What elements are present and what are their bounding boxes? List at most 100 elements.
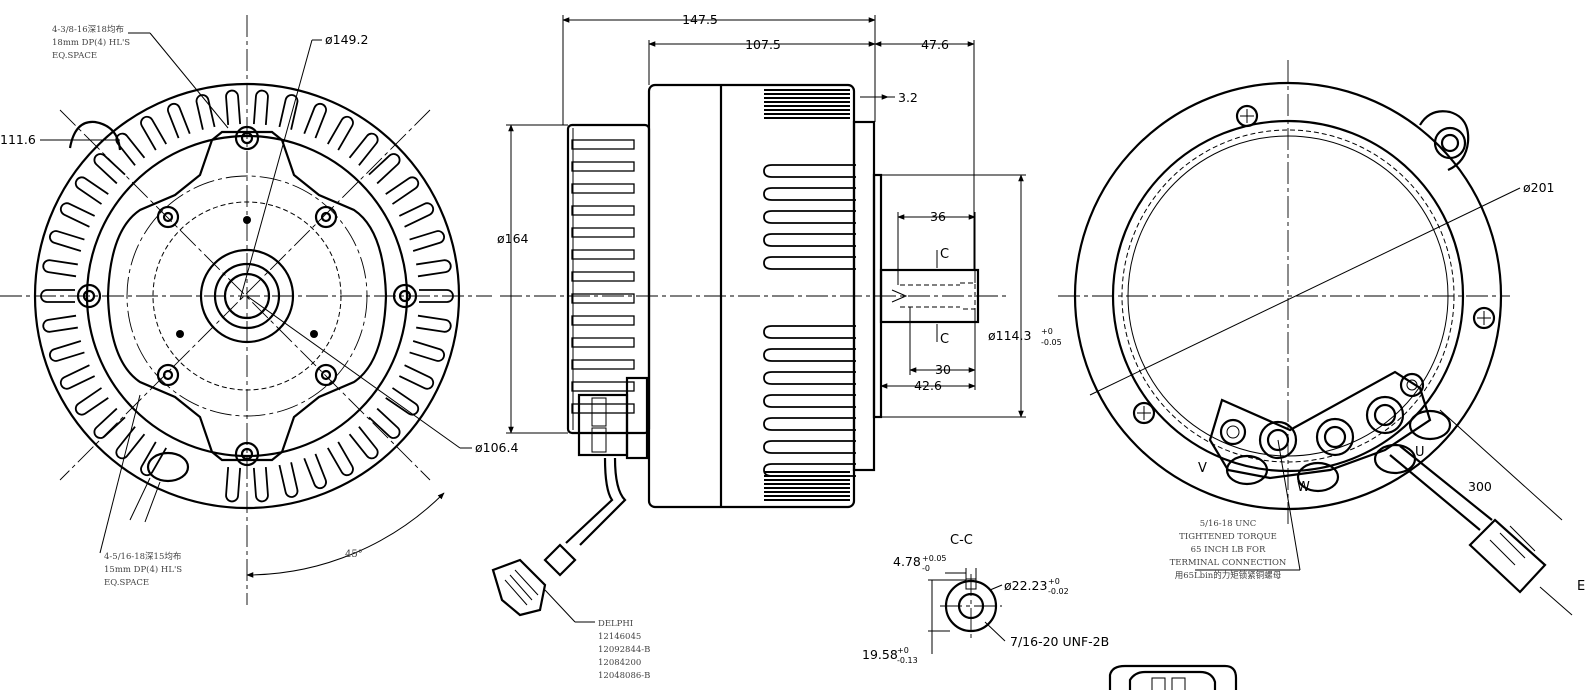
cooling-slot <box>49 340 85 362</box>
dim-key-h-tol-upper: +0 <box>897 646 909 655</box>
section-label-texts: C C C-C E U V W <box>940 247 1585 594</box>
body-fin <box>763 187 856 201</box>
cooling-slot <box>398 202 435 228</box>
dim-keyway-depth: 30 <box>935 362 951 377</box>
body-fin <box>763 371 856 385</box>
body-fin <box>763 233 856 247</box>
connector-note-line1: DELPHI <box>598 619 633 629</box>
bottom-hole-note-line3: EQ.SPACE <box>104 578 149 588</box>
rear-fin <box>571 205 635 216</box>
dimension-texts: 147.5 107.5 47.6 3.2 ø164 ø114.3 +0 -0.0… <box>0 12 1555 665</box>
cooling-slot <box>419 289 454 303</box>
dim-bolt-circle-outer: ø149.2 <box>325 32 368 47</box>
connector-note-line4: 12084200 <box>598 658 641 668</box>
cooling-slot <box>140 115 167 151</box>
dim-thread-spec: 7/16-20 UNF-2B <box>1010 634 1109 649</box>
rear-fins <box>571 139 635 414</box>
section-marker-c-top: C <box>940 247 949 262</box>
cooling-slot <box>93 153 126 185</box>
cooling-slot <box>93 407 126 439</box>
body-fin <box>763 348 856 362</box>
cooling-slot <box>409 230 445 252</box>
dim-cable-length: 300 <box>1468 479 1492 494</box>
dim-angle: 45° <box>345 549 363 560</box>
section-title: C-C <box>950 533 973 548</box>
dim-outer-diameter: ø201 <box>1523 180 1555 195</box>
body-fin <box>763 256 856 270</box>
cooling-slot <box>416 314 452 333</box>
dim-shaft-extension: 47.6 <box>921 37 949 52</box>
section-c-c <box>928 568 1006 654</box>
rear-fin <box>571 161 635 172</box>
cooling-slot <box>398 364 435 390</box>
terminal-note-line1: 5/16-18 UNC <box>1200 519 1257 529</box>
left-end-view <box>0 15 492 605</box>
dim-shaft-length: 42.6 <box>914 378 942 393</box>
terminal-note-line4: TERMINAL CONNECTION <box>1170 558 1287 568</box>
connector-note-line2: 12146045 <box>598 632 641 642</box>
terminal-note-line5: 用65Lbin的力矩锁紧铜螺母 <box>1175 570 1282 581</box>
rear-fin <box>571 403 635 414</box>
rear-fin <box>571 293 635 304</box>
section-marker-c-bottom: C <box>940 332 949 347</box>
body-fin <box>763 463 856 477</box>
rear-fin <box>571 337 635 348</box>
cooling-slot <box>225 89 242 125</box>
bottom-hole-note-line1: 4-5/16-18深15均布 <box>104 551 181 562</box>
dim-key-tol-lower: -0 <box>922 564 930 573</box>
dim-flange-offset: 3.2 <box>898 90 918 105</box>
cooling-slot <box>115 132 146 166</box>
cooling-slot <box>327 441 354 477</box>
connector-note-line3: 12092844-B <box>598 645 650 655</box>
cooling-slot <box>40 289 75 303</box>
top-hole-note-line1: 4-3/8-16深18均布 <box>52 24 124 35</box>
dim-key-h-tol-lower: -0.13 <box>897 656 918 665</box>
dim-key-tol-upper: +0.05 <box>922 554 947 563</box>
cooling-slot <box>115 426 146 460</box>
dim-pilot-diameter: ø114.3 <box>988 328 1031 343</box>
rear-fin <box>571 183 635 194</box>
body-fins <box>763 164 856 477</box>
dim-shaft-tol-lower: -0.02 <box>1048 587 1069 596</box>
cooling-slot <box>74 387 109 416</box>
cooling-slot <box>278 94 299 130</box>
cooling-slot <box>368 153 401 185</box>
cover-screws <box>1132 104 1496 425</box>
connector-note-line5: 12048086-B <box>598 671 650 681</box>
terminals <box>1219 372 1452 493</box>
cooling-slot <box>409 340 445 362</box>
cooling-slot <box>59 202 96 228</box>
dim-keyway-length: 36 <box>930 209 946 224</box>
rear-fin <box>571 271 635 282</box>
dim-hole-offset: 111.6 <box>0 132 36 147</box>
top-hole-note-line3: EQ.SPACE <box>52 51 97 61</box>
dim-overall-length: 147.5 <box>682 12 718 27</box>
dim-body-diameter: ø164 <box>497 231 529 246</box>
terminal-note-line3: 65 INCH LB FOR <box>1191 545 1266 555</box>
cooling-slot <box>416 259 452 278</box>
mount-holes <box>76 125 418 467</box>
cooling-slot <box>140 441 167 477</box>
rear-fin <box>571 227 635 238</box>
body-fin <box>763 440 856 454</box>
body-fin <box>763 325 856 339</box>
cooling-slot <box>303 453 327 490</box>
side-connector-plug <box>491 543 577 617</box>
right-end-view <box>1058 60 1573 690</box>
cooling-slot <box>303 102 327 139</box>
dim-bolt-circle-inner: ø106.4 <box>475 440 518 455</box>
phase-label-w: W <box>1297 480 1310 495</box>
cooling-slot <box>327 115 354 151</box>
rear-fin <box>571 381 635 392</box>
phase-label-v: V <box>1198 461 1207 476</box>
body-fin <box>763 394 856 408</box>
cooling-slot <box>368 407 401 439</box>
cooling-slot <box>252 89 269 125</box>
rear-fin <box>571 315 635 326</box>
cooling-slot <box>74 176 109 205</box>
cooling-slot <box>42 314 78 333</box>
side-view <box>491 15 1026 623</box>
rear-fin <box>571 249 635 260</box>
rear-fin <box>571 359 635 370</box>
